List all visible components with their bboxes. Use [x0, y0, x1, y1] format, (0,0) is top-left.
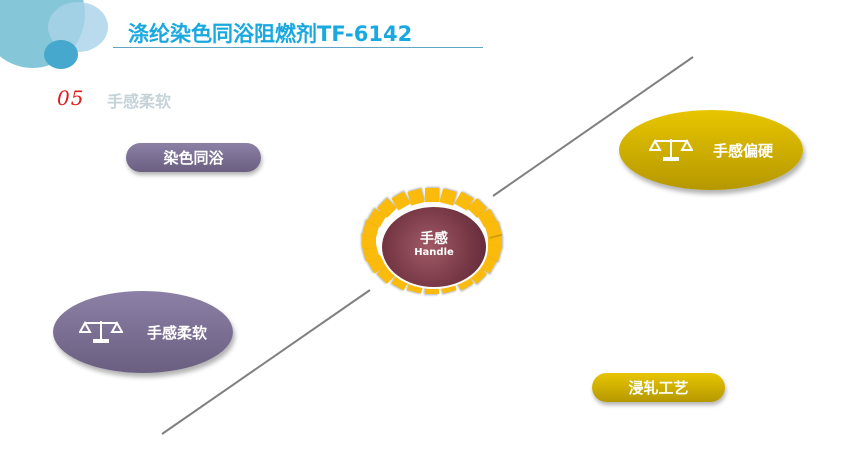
title-divider	[113, 47, 483, 48]
soft-label: 手感柔软	[147, 323, 208, 342]
padding-process-pill: 浸轧工艺	[592, 373, 725, 402]
hard-label: 手感偏硬	[713, 141, 774, 160]
section-number: 05	[57, 86, 85, 110]
balance-scale-icon	[79, 320, 123, 343]
fabric-image	[380, 205, 488, 289]
center-subtitle: Handle	[414, 247, 454, 258]
dyeing-label: 染色同浴	[163, 149, 224, 167]
page-title: 涤纶染色同浴阻燃剂TF-6142	[128, 22, 413, 46]
ring-square	[407, 187, 425, 206]
section-title: 手感柔软	[107, 92, 172, 111]
dyeing-bath-pill: 染色同浴	[126, 143, 261, 172]
hard-handle-oval: 手感偏硬	[619, 110, 803, 190]
balance-scale-icon	[649, 138, 693, 161]
padding-label: 浸轧工艺	[628, 379, 689, 397]
soft-handle-oval: 手感柔软	[53, 291, 233, 373]
ring-square	[425, 188, 439, 202]
center-title: 手感	[420, 231, 448, 247]
decor-circle-small	[44, 40, 78, 69]
